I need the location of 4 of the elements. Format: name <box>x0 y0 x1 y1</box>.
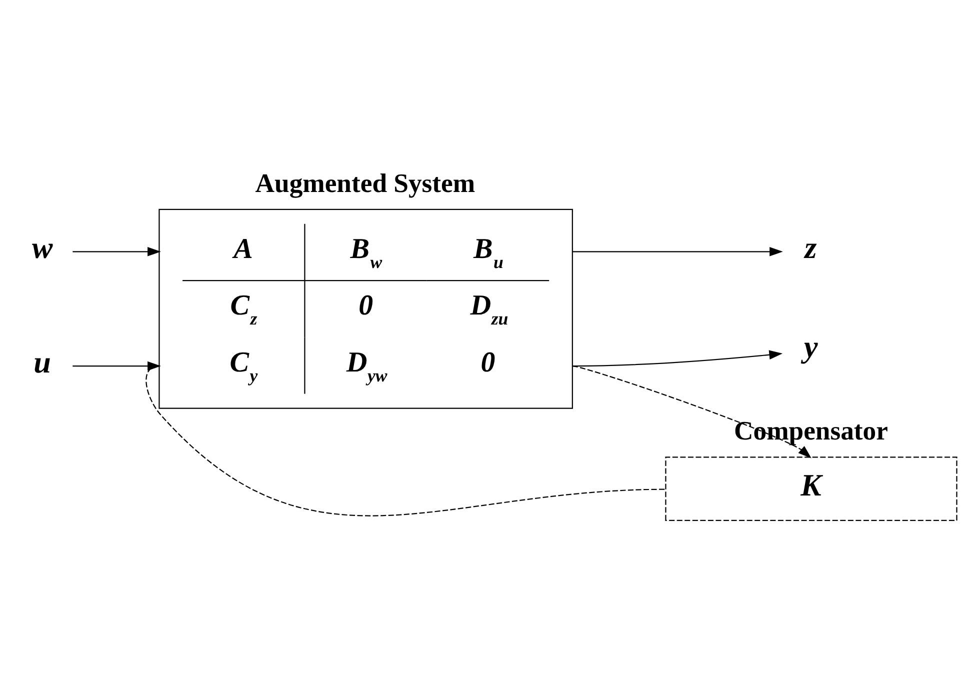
node-label: Augmented System <box>255 168 476 198</box>
node-text: z <box>804 230 817 266</box>
node-text: u <box>34 344 51 380</box>
node-text: w <box>32 230 53 266</box>
